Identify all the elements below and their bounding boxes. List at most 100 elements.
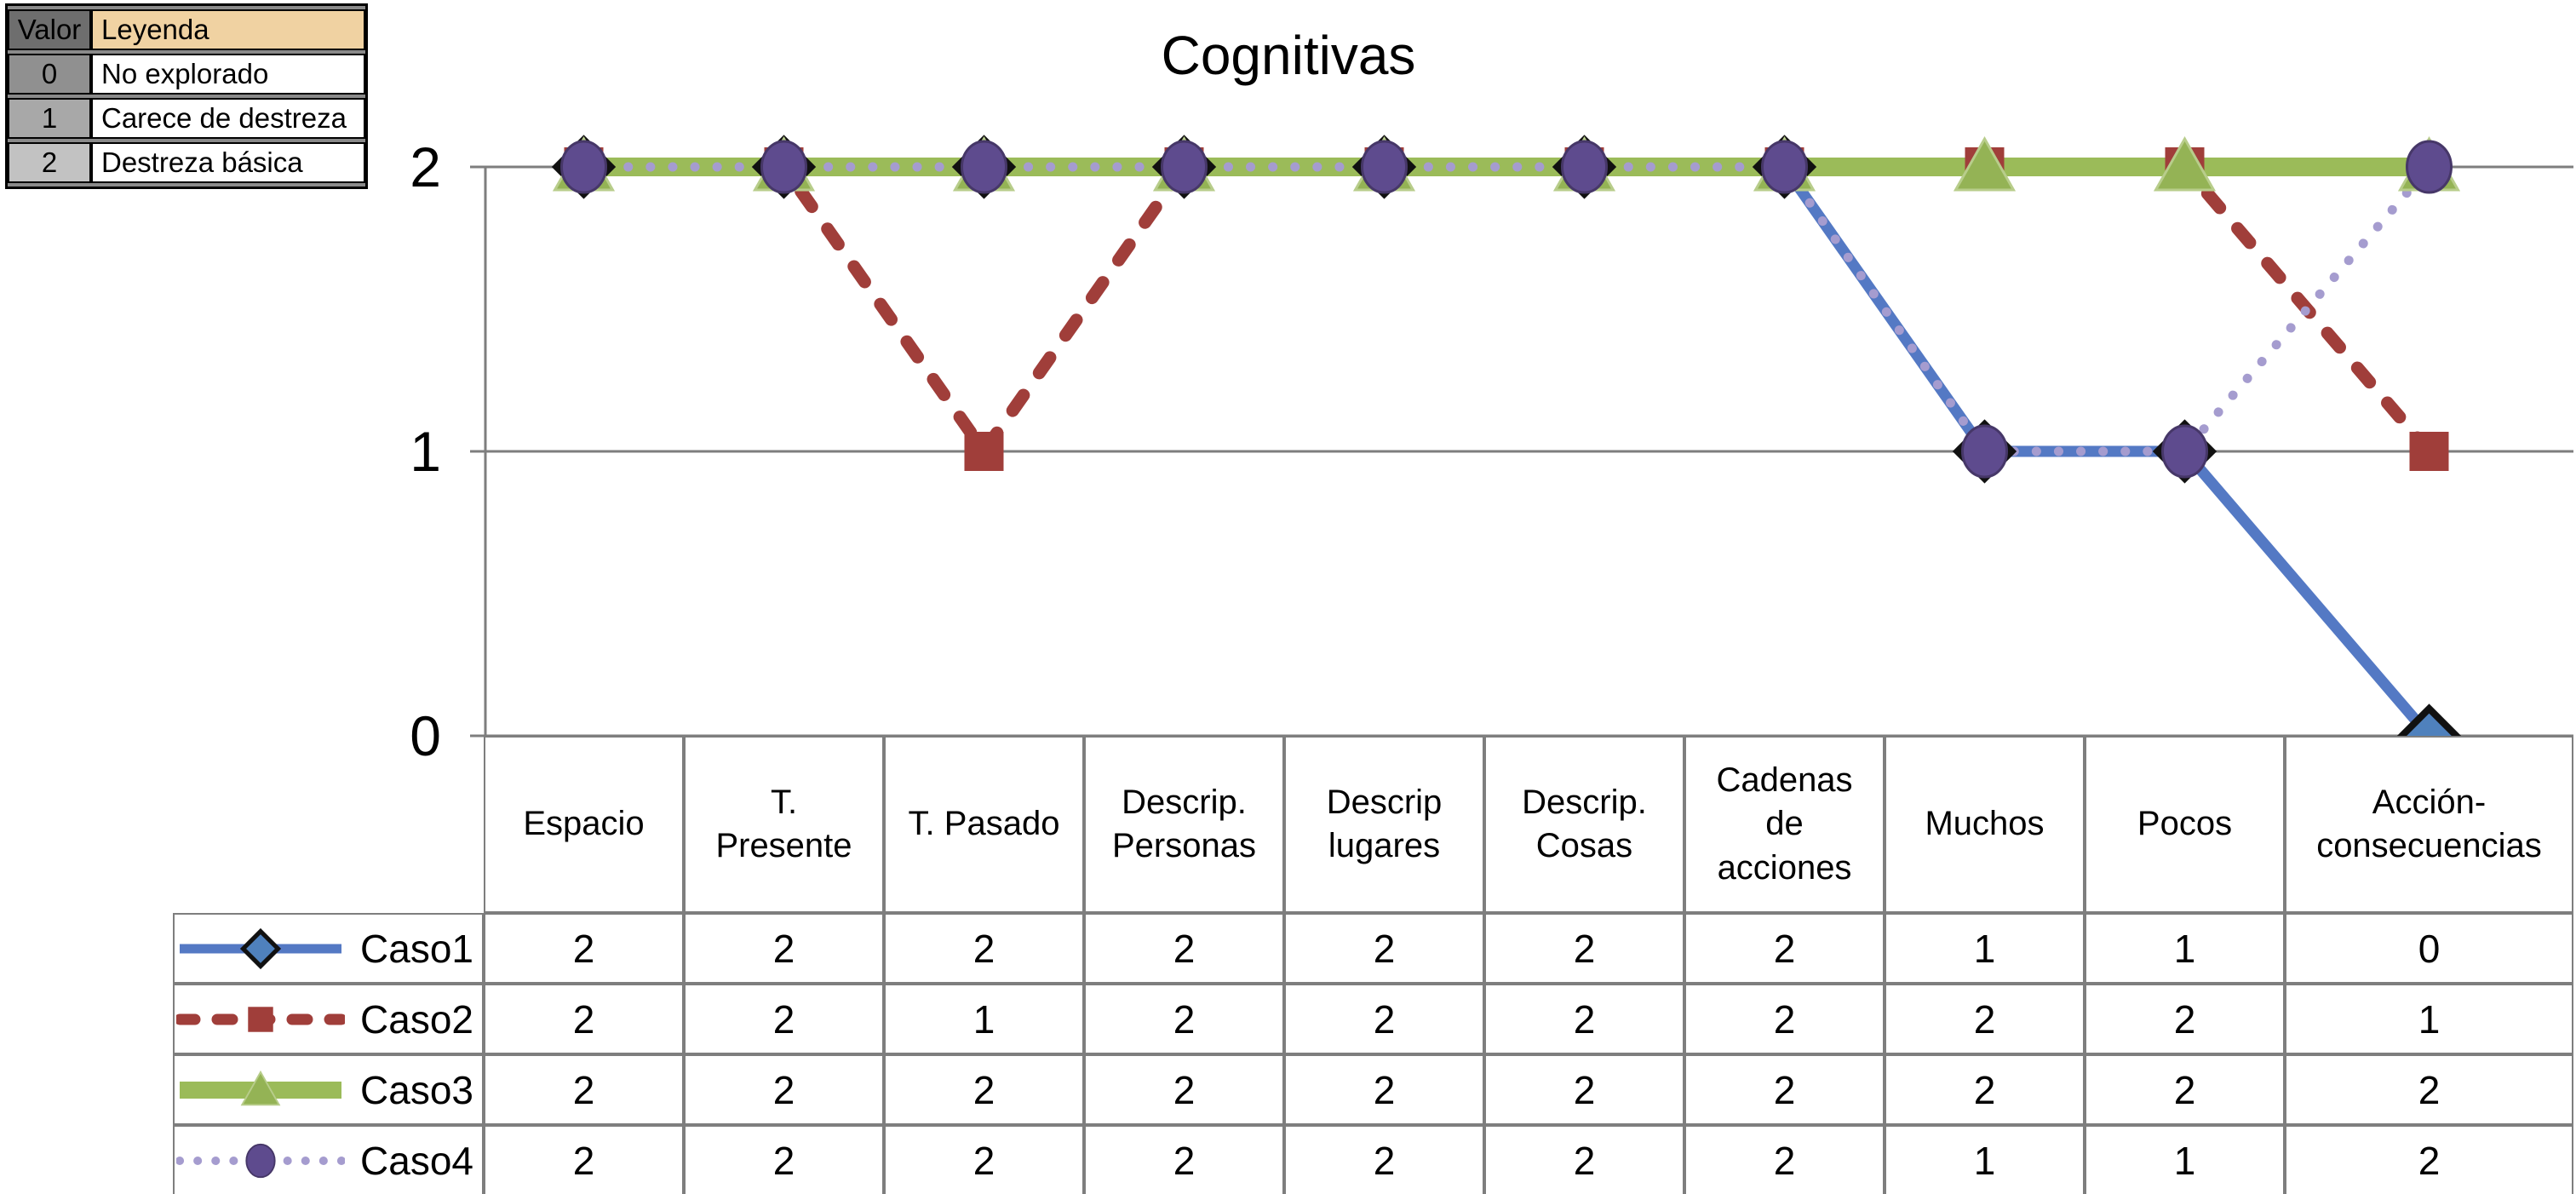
value-cell-caso1-10: 0 [2285,913,2573,984]
series-caso4-marker [2161,424,2208,479]
category-header-7: Cadenas de acciones [1684,736,1885,913]
series-caso2-marker [2409,432,2449,471]
series-caso2-line [577,160,2435,458]
legend-key-caso1-icon [180,927,342,969]
value-cell-caso4-3: 2 [884,1125,1084,1194]
series-caso4-line [579,162,2434,456]
category-header-10: Acción-consecuencias [2285,736,2573,913]
y-tick-label: 1 [410,420,441,483]
value-cell-caso2-6: 2 [1484,984,1684,1054]
legend-valor-cell: 1 [8,98,91,139]
series-caso4-marker [760,140,807,194]
series-caso3-marker [240,1070,281,1105]
legend-key-caso3-icon [180,1070,342,1105]
legend-valor-header: Valor [8,9,91,50]
legend-valor-cell: 0 [8,54,91,95]
value-cell-caso1-3: 2 [884,913,1084,984]
value-cell-caso1-2: 2 [684,913,884,984]
y-tick-label: 2 [410,135,441,198]
legend-leyenda-cell: Destreza básica [91,142,365,183]
value-cell-caso3-1: 2 [484,1054,684,1125]
category-header-4: Descrip. Personas [1084,736,1284,913]
series-caso4-marker [1161,140,1208,194]
value-cell-caso4-6: 2 [1484,1125,1684,1194]
series-name-label: Caso4 [360,1138,473,1183]
value-cell-caso1-8: 1 [1885,913,2085,984]
series-name-label: Caso2 [360,996,473,1042]
legend-row-2: 2 Destreza básica [8,142,365,183]
value-cell-caso3-10: 2 [2285,1054,2573,1125]
value-cell-caso3-4: 2 [1084,1054,1284,1125]
series-caso3-marker [2153,135,2217,192]
series-caso4-marker [245,1143,276,1178]
legend-value-table: Valor Leyenda 0 No explorado 1 Carece de… [5,3,368,189]
category-header-6: Descrip. Cosas [1484,736,1684,913]
category-header-9: Pocos [2085,736,2285,913]
chart-title: Cognitivas [1161,25,1416,86]
value-cell-caso1-5: 2 [1284,913,1484,984]
value-cell-caso1-7: 2 [1684,913,1885,984]
series-name-label: Caso1 [360,926,473,971]
value-cell-caso1-4: 2 [1084,913,1284,984]
category-header-3: T. Pasado [884,736,1084,913]
value-cell-caso1-1: 2 [484,913,684,984]
value-cell-caso2-5: 2 [1284,984,1484,1054]
table-corner-spacer [173,736,484,913]
value-cell-caso2-3: 1 [884,984,1084,1054]
value-cell-caso2-7: 2 [1684,984,1885,1054]
series-caso4-marker [2406,140,2453,194]
legend-leyenda-header: Leyenda [91,9,365,50]
legend-row-1: 1 Carece de destreza [8,98,365,139]
series-caso2-marker [964,432,1004,471]
series-caso2-marker [248,1006,273,1032]
legend-leyenda-cell: Carece de destreza [91,98,365,139]
series-caso4-marker [1361,140,1408,194]
value-cell-caso3-6: 2 [1484,1054,1684,1125]
series-caso4-marker [1961,424,2008,479]
value-cell-caso4-5: 2 [1284,1125,1484,1194]
value-cell-caso1-9: 1 [2085,913,2285,984]
value-cell-caso4-4: 2 [1084,1125,1284,1194]
value-cell-caso1-6: 2 [1484,913,1684,984]
series-label-cell-caso4: Caso4 [173,1125,484,1194]
y-tick-label: 0 [410,704,441,767]
series-caso4-marker [1561,140,1608,194]
legend-key-caso4-icon [176,1143,346,1178]
value-cell-caso4-2: 2 [684,1125,884,1194]
legend-key-caso2-icon [176,1006,346,1032]
category-header-1: Espacio [484,736,684,913]
value-cell-caso3-9: 2 [2085,1054,2285,1125]
series-name-label: Caso3 [360,1067,473,1112]
value-cell-caso2-9: 2 [2085,984,2285,1054]
series-label-cell-caso3: Caso3 [173,1054,484,1125]
series-caso1-marker [239,927,282,969]
category-header-5: Descrip lugares [1284,736,1484,913]
value-cell-caso2-4: 2 [1084,984,1284,1054]
category-header-2: T. Presente [684,736,884,913]
value-cell-caso3-7: 2 [1684,1054,1885,1125]
value-cell-caso4-1: 2 [484,1125,684,1194]
legend-row-0: 0 No explorado [8,54,365,95]
value-cell-caso3-8: 2 [1885,1054,2085,1125]
series-label-cell-caso2: Caso2 [173,984,484,1054]
value-cell-caso2-10: 1 [2285,984,2573,1054]
series-caso3-marker [1953,135,2017,192]
value-cell-caso2-8: 2 [1885,984,2085,1054]
value-cell-caso2-1: 2 [484,984,684,1054]
series-caso4-marker [1761,140,1808,194]
value-cell-caso4-10: 2 [2285,1125,2573,1194]
value-cell-caso4-8: 1 [1885,1125,2085,1194]
series-caso4-marker [961,140,1007,194]
series-caso4-marker [560,140,607,194]
series-label-cell-caso1: Caso1 [173,913,484,984]
legend-header-row: Valor Leyenda [8,9,365,50]
value-cell-caso4-7: 2 [1684,1125,1885,1194]
category-header-8: Muchos [1885,736,2085,913]
value-cell-caso2-2: 2 [684,984,884,1054]
value-cell-caso4-9: 1 [2085,1125,2285,1194]
value-cell-caso3-2: 2 [684,1054,884,1125]
value-cell-caso3-3: 2 [884,1054,1084,1125]
